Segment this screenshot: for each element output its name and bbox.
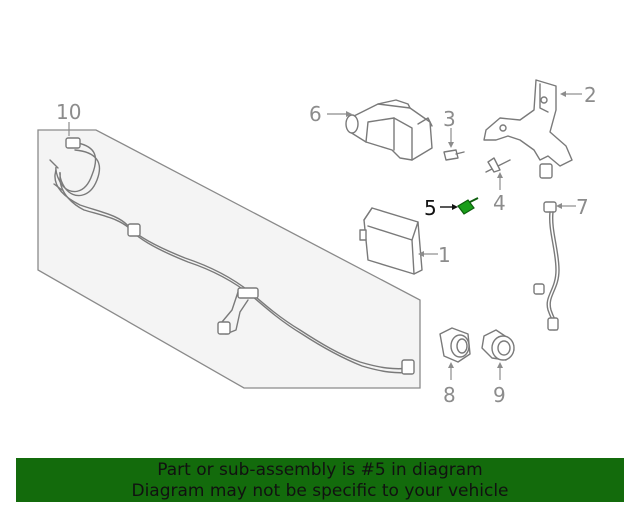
callout-6[interactable]: 6 (309, 102, 322, 126)
part-1-module[interactable] (359, 207, 423, 275)
part-10-wiring-harness[interactable] (37, 122, 421, 389)
part-2-bracket[interactable] (483, 79, 573, 179)
info-banner: Part or sub-assembly is #5 in diagram Di… (16, 458, 624, 502)
part-3-bolt[interactable] (443, 149, 465, 161)
part-8-parking-sensor[interactable] (439, 327, 471, 363)
callout-9[interactable]: 9 (493, 383, 506, 407)
banner-line-1: Part or sub-assembly is #5 in diagram (157, 460, 483, 480)
banner-line-2: Diagram may not be specific to your vehi… (131, 481, 509, 501)
callout-5[interactable]: 5 (424, 196, 437, 220)
part-5-fastener[interactable] (457, 197, 479, 215)
callout-7[interactable]: 7 (576, 195, 589, 219)
part-9-sensor-bezel[interactable] (481, 329, 515, 361)
callout-2[interactable]: 2 (584, 83, 597, 107)
callout-8[interactable]: 8 (443, 383, 456, 407)
part-6-housing[interactable] (345, 99, 433, 161)
callout-4[interactable]: 4 (493, 191, 506, 215)
part-7-sensor-wire[interactable] (533, 201, 560, 331)
part-4-screw[interactable] (485, 157, 511, 173)
callout-3[interactable]: 3 (443, 107, 456, 131)
callout-10[interactable]: 10 (56, 100, 81, 124)
callout-1[interactable]: 1 (438, 243, 451, 267)
